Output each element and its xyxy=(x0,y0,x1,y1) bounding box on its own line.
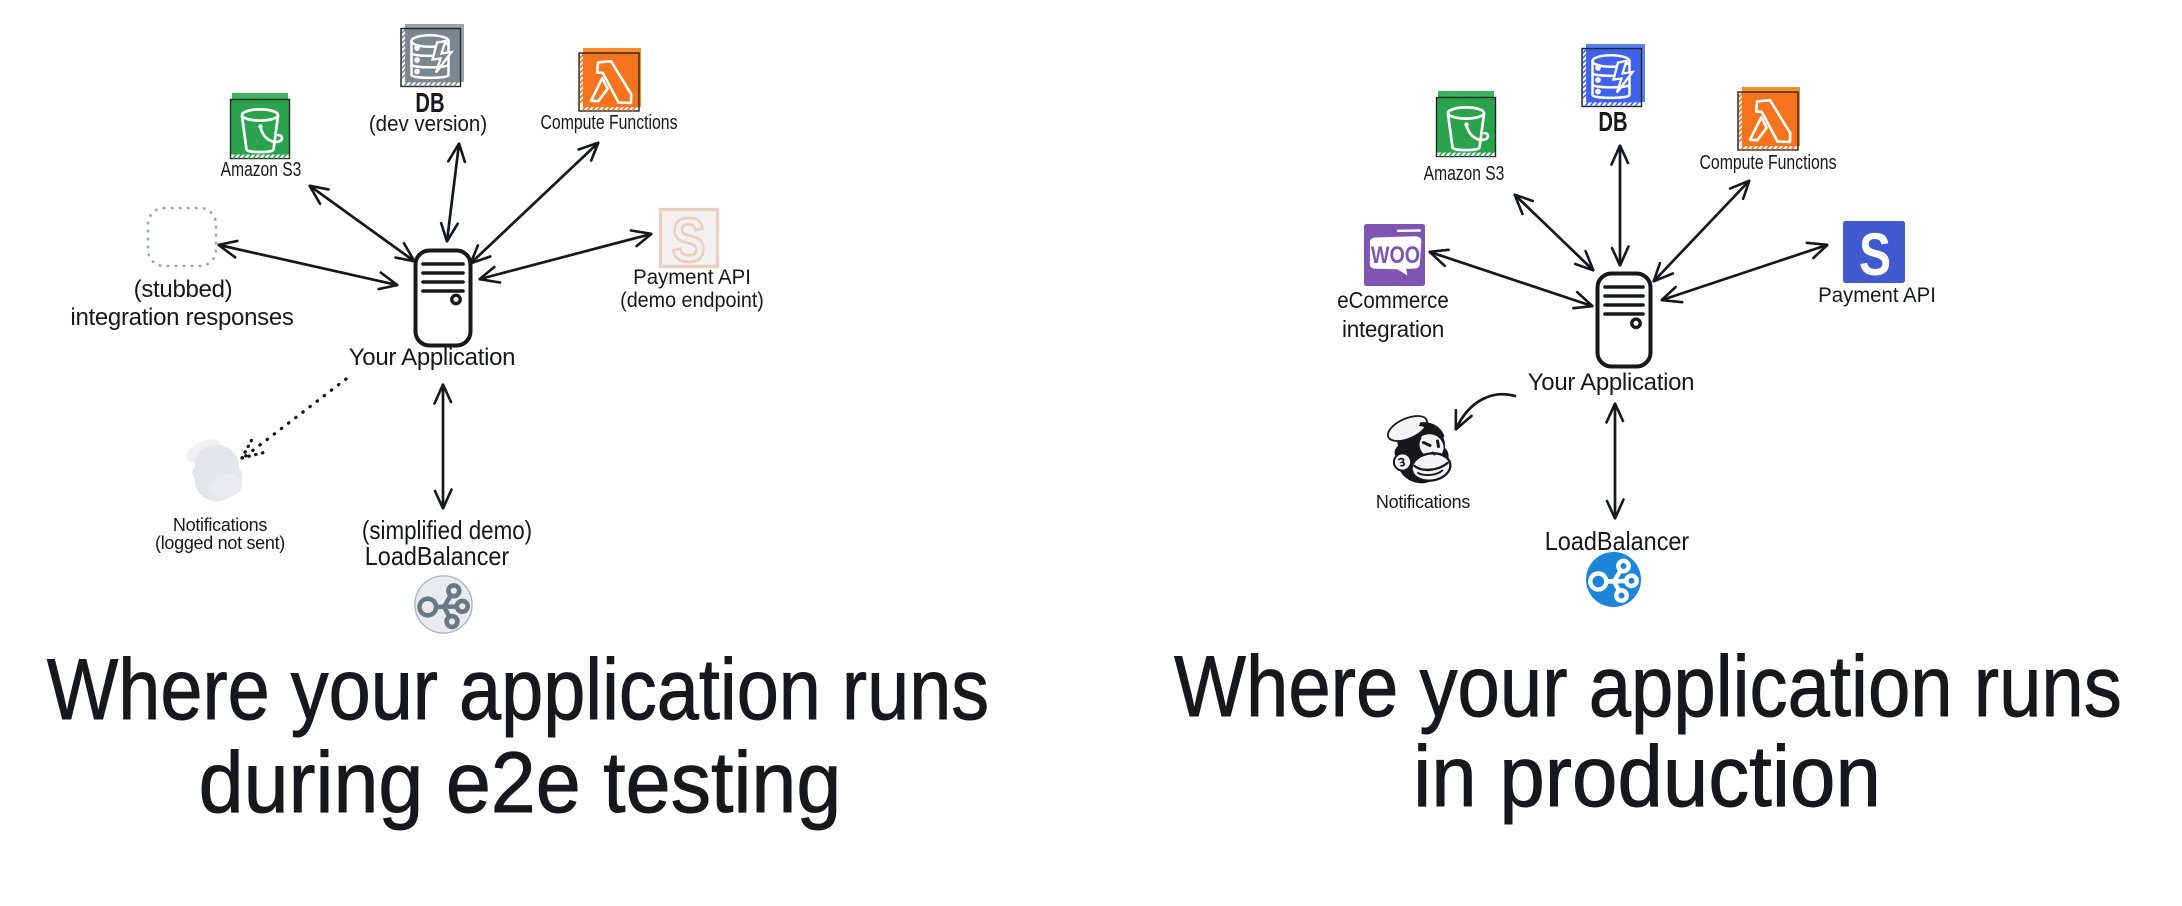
svg-text:WOO: WOO xyxy=(1371,241,1420,268)
svg-text:S: S xyxy=(1859,221,1891,284)
svg-text:S: S xyxy=(672,207,706,271)
